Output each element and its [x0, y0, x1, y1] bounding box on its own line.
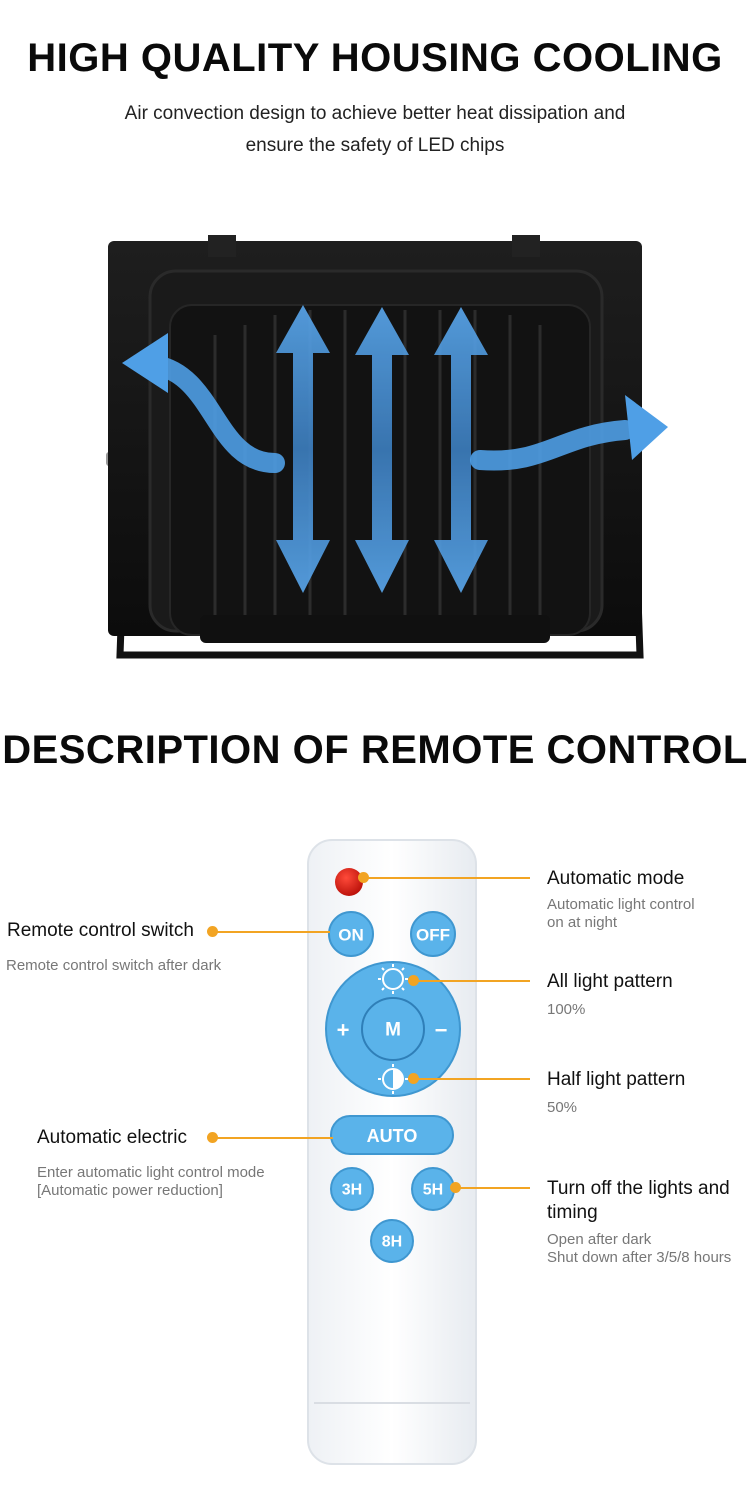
timer-5h-label: 5H: [423, 1182, 443, 1199]
callout-dot-timing: [450, 1182, 461, 1193]
callout-line-half-light: [414, 1078, 530, 1080]
timer-8h-label: 8H: [382, 1234, 402, 1251]
section-title-remote: DESCRIPTION OF REMOTE CONTROL: [2, 728, 748, 772]
mode-button[interactable]: M: [361, 997, 425, 1061]
cooling-fins: [213, 310, 542, 630]
callout-line-remote-switch: [213, 931, 330, 933]
timer-8h-button[interactable]: 8H: [370, 1219, 414, 1263]
top-clip-right: [512, 235, 540, 257]
on-button-label: ON: [338, 926, 364, 945]
airflow-arrows: [276, 305, 488, 593]
all-light-button[interactable]: [378, 964, 408, 994]
callout-timing-desc2: Shut down after 3/5/8 hours: [547, 1249, 732, 1266]
callout-automatic-mode-desc1: Automatic light control: [547, 896, 695, 913]
timer-5h-button[interactable]: 5H: [411, 1167, 455, 1211]
section-title-cooling: HIGH QUALITY HOUSING COOLING: [27, 36, 723, 80]
callout-line-automatic-mode: [364, 877, 530, 879]
plus-button[interactable]: +: [337, 1018, 350, 1043]
callout-half-light-label: Half light pattern: [547, 1069, 686, 1090]
cooling-subtitle-line2: ensure the safety of LED chips: [245, 135, 505, 156]
on-button[interactable]: ON: [328, 911, 374, 957]
airflow-arrow-vertical-right: [434, 307, 488, 593]
airflow-arrow-vertical-left: [276, 305, 330, 593]
callout-dot-auto-electric: [207, 1132, 218, 1143]
timer-3h-label: 3H: [342, 1182, 362, 1199]
callout-half-light: Half light pattern 50%: [547, 1069, 685, 1117]
callout-timing-desc1: Open after dark: [547, 1231, 652, 1248]
cooling-subtitle-line1: Air convection design to achieve better …: [124, 103, 626, 124]
callout-auto-electric-desc2: [Automatic power reduction]: [37, 1182, 223, 1199]
callout-auto-electric: Automatic electric Enter automatic light…: [37, 1127, 265, 1200]
callout-dot-remote-switch: [207, 926, 218, 937]
callout-automatic-mode: Automatic mode Automatic light control o…: [547, 868, 695, 932]
callout-automatic-mode-label: Automatic mode: [547, 868, 685, 889]
callout-all-light: All light pattern 100%: [547, 971, 673, 1019]
callout-line-auto-electric: [213, 1137, 333, 1139]
timer-3h-button[interactable]: 3H: [330, 1167, 374, 1211]
off-button-label: OFF: [416, 926, 450, 945]
auto-button-label: AUTO: [367, 1126, 418, 1146]
sun-half-icon: [393, 1069, 403, 1089]
callout-line-all-light: [414, 980, 530, 982]
sun-full-icon: [378, 964, 408, 994]
cooling-subtitle: Air convection design to achieve better …: [0, 98, 750, 162]
callout-dot-automatic-mode: [358, 872, 369, 883]
auto-button[interactable]: AUTO: [330, 1115, 454, 1155]
off-button[interactable]: OFF: [410, 911, 456, 957]
callout-dot-half-light: [408, 1073, 419, 1084]
callout-line-timing: [456, 1187, 530, 1189]
floodlight-housing-image: [106, 235, 668, 659]
callout-half-light-desc: 50%: [547, 1099, 578, 1116]
callout-timing: Turn off the lights and timing Open afte…: [547, 1177, 731, 1267]
callout-auto-electric-desc1: Enter automatic light control mode: [37, 1164, 265, 1181]
airflow-arrow-curve-right: [470, 395, 668, 471]
callout-remote-switch-label: Remote control switch: [7, 920, 194, 941]
airflow-arrow-curve-left: [122, 333, 285, 473]
callout-remote-switch-desc: Remote control switch after dark: [6, 957, 222, 974]
remote-control: ON OFF + − M AUTO 3H: [307, 839, 477, 1465]
callout-timing-label2: timing: [547, 1202, 598, 1223]
callout-dot-all-light: [408, 975, 419, 986]
callout-timing-label1: Turn off the lights and: [547, 1178, 730, 1199]
top-clip-left: [208, 235, 236, 257]
airflow-arrow-vertical-middle: [355, 307, 409, 593]
callout-remote-switch: Remote control switch Remote control swi…: [6, 920, 222, 975]
callout-all-light-desc: 100%: [547, 1001, 586, 1018]
callout-all-light-label: All light pattern: [547, 971, 673, 992]
automatic-mode-button[interactable]: [335, 868, 363, 896]
mode-button-label: M: [385, 1020, 401, 1041]
minus-button[interactable]: −: [435, 1018, 448, 1043]
callout-automatic-mode-desc2: on at night: [547, 914, 618, 931]
callout-auto-electric-label: Automatic electric: [37, 1127, 187, 1148]
half-light-button[interactable]: [378, 1064, 408, 1094]
